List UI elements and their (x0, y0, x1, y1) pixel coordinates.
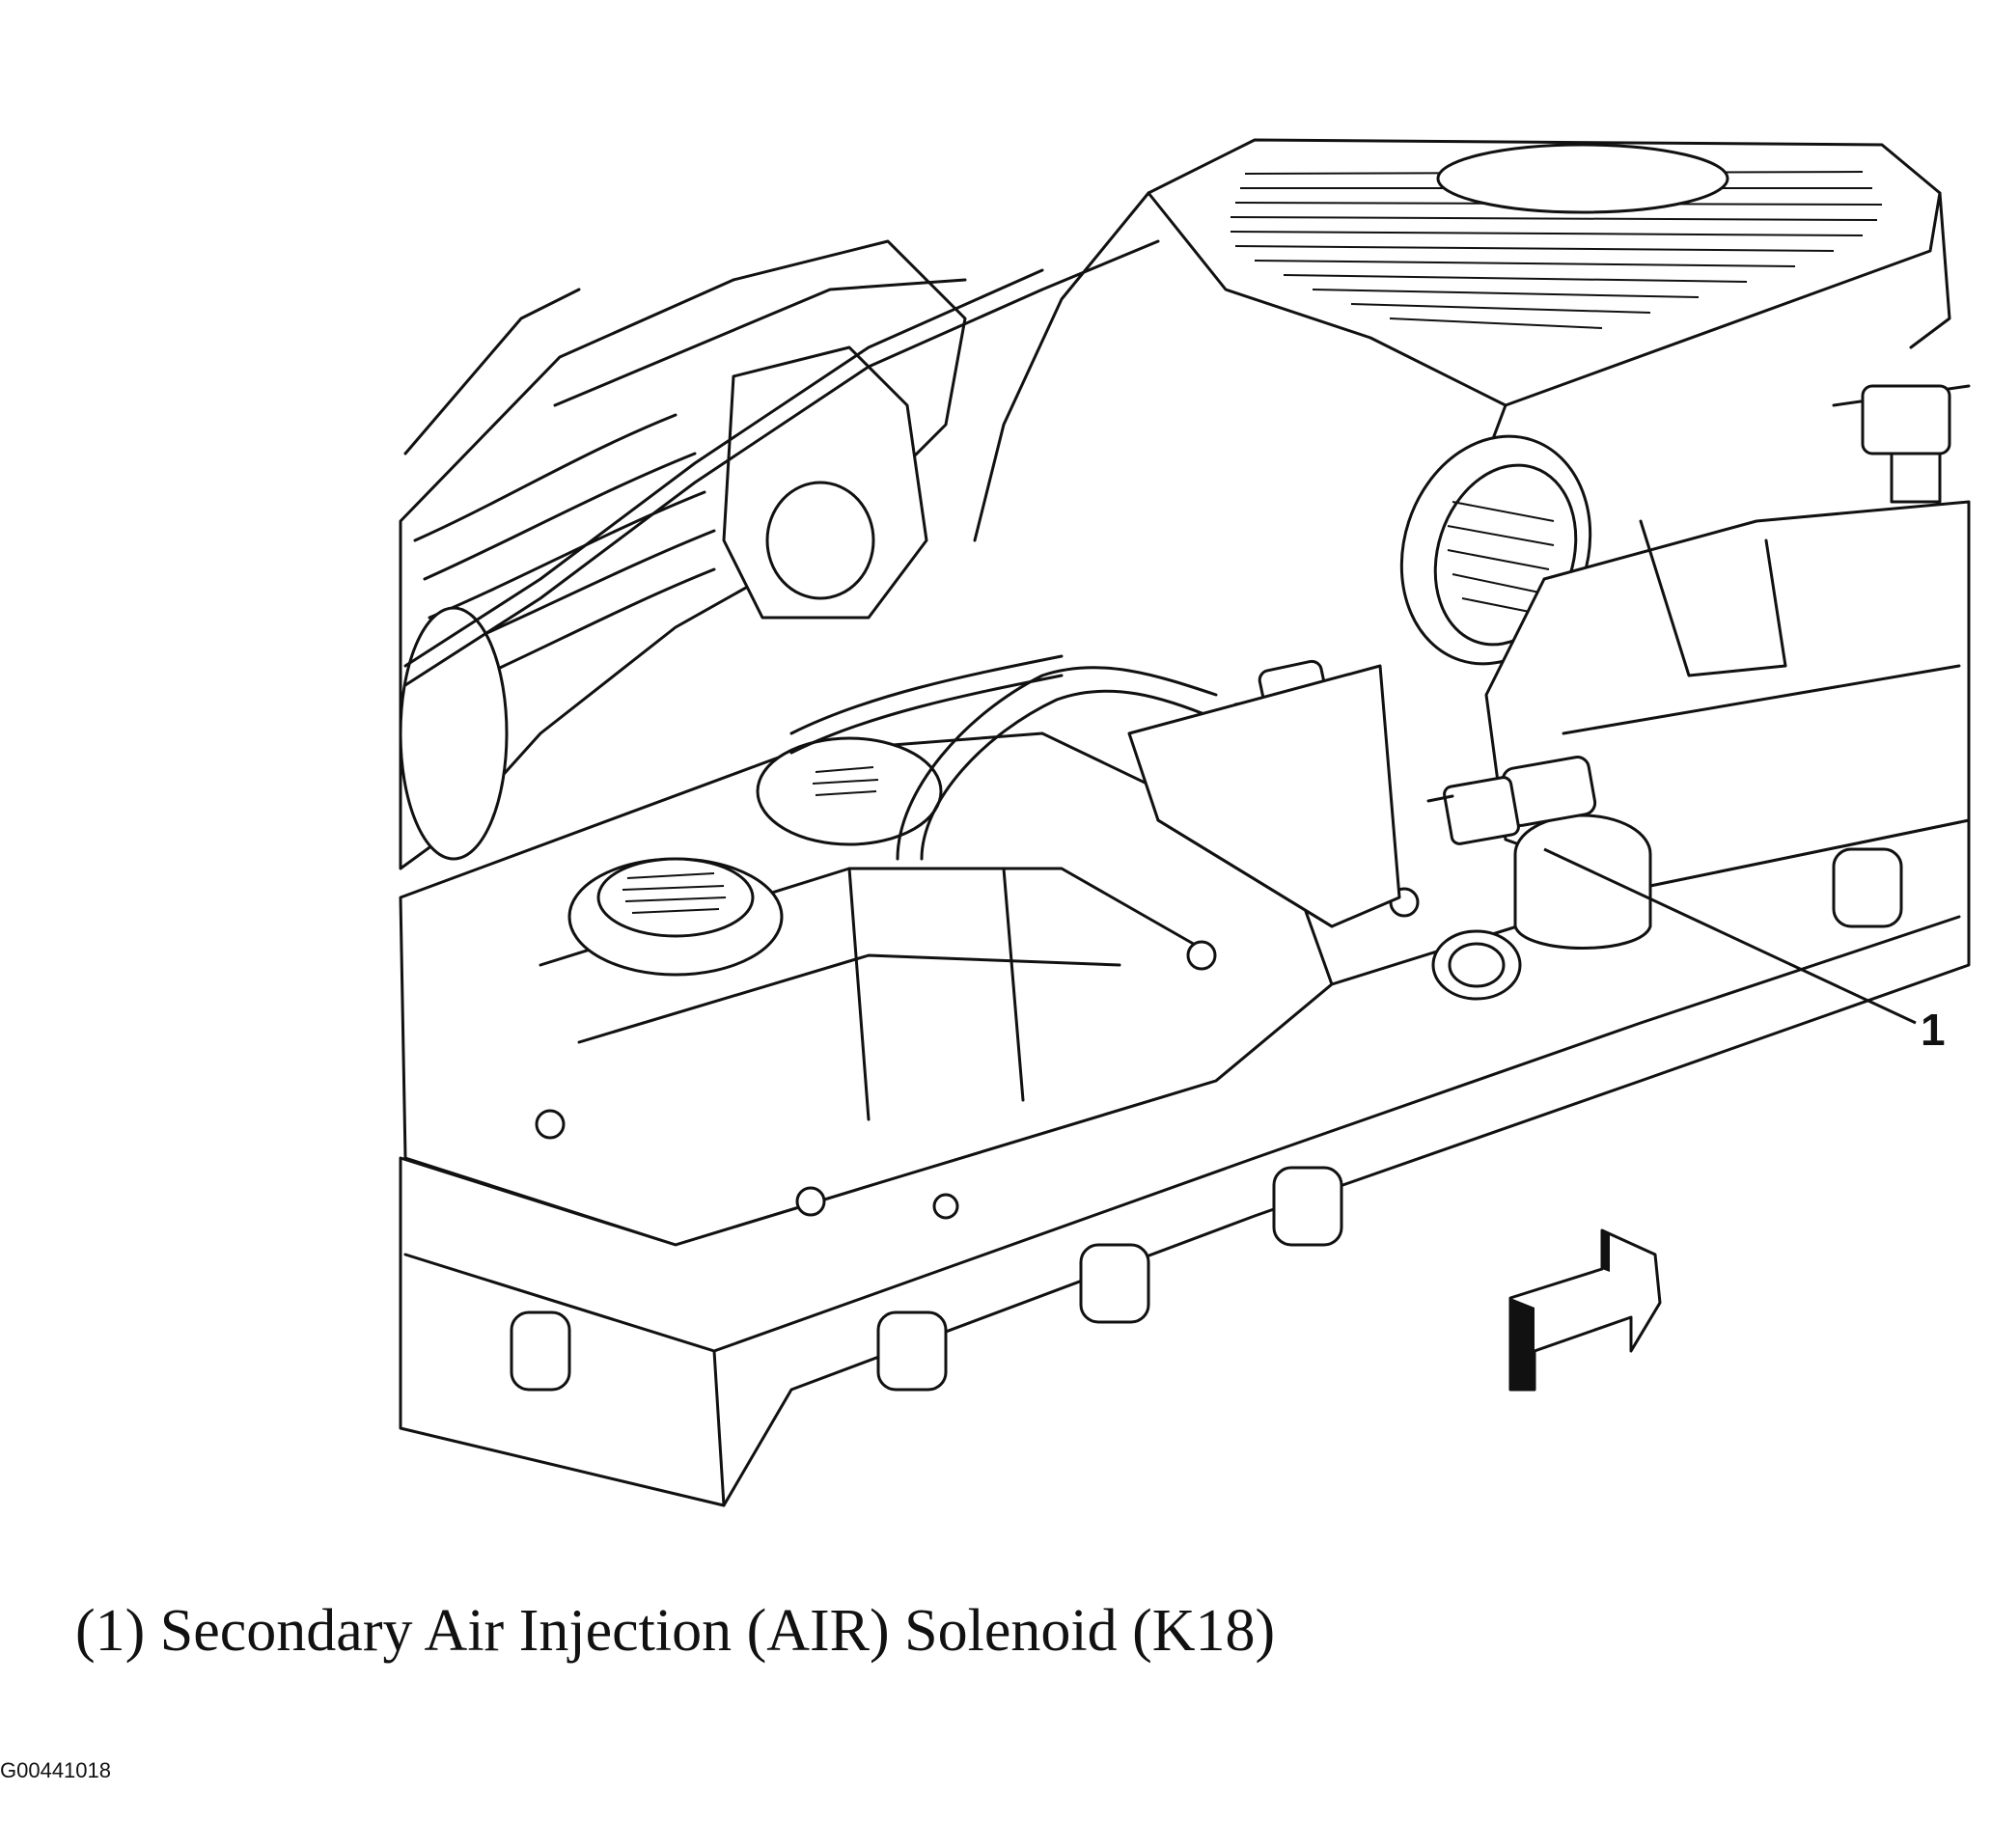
right-manifold (1484, 384, 1971, 890)
figure-id: G00441018 (0, 1758, 111, 1782)
engine-cover (973, 138, 1951, 600)
figure-caption: (1) Secondary Air Injection (AIR) Soleno… (75, 1598, 1276, 1664)
resonator-box (722, 345, 928, 620)
forward-direction-arrow-icon (1508, 1228, 1662, 1392)
callout-leader-line (1543, 847, 1917, 1025)
valve-cover (399, 731, 1334, 1247)
wiring-harness (403, 239, 1218, 861)
mounting-bracket (1127, 664, 1401, 928)
engine-block (399, 679, 1971, 1507)
air-solenoid (1426, 756, 1652, 1001)
callout-number: 1 (1921, 1005, 1946, 1055)
